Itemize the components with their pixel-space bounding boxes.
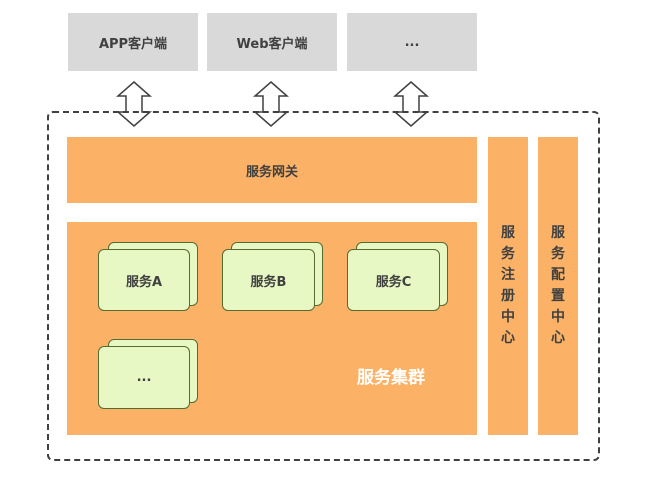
system-boundary [47, 111, 600, 461]
service-b: 服务B [222, 249, 315, 311]
service-config: 服务配置中心 [538, 137, 578, 435]
service-more-label: ... [136, 370, 152, 385]
service-cluster-label: 服务集群 [357, 368, 425, 388]
client-app-label: APP客户端 [98, 36, 168, 52]
service-c: 服务C [347, 249, 440, 311]
service-config-label: 服务配置中心 [551, 225, 565, 346]
double-arrow-icon [393, 81, 429, 127]
service-gateway: 服务网关 [67, 137, 477, 203]
client-more-label: ... [404, 34, 420, 50]
client-app: APP客户端 [68, 13, 198, 71]
service-a-label: 服务A [125, 274, 163, 290]
client-web: Web客户端 [207, 13, 337, 71]
service-more: ... [98, 346, 190, 409]
service-a: 服务A [98, 249, 190, 311]
service-registry: 服务注册中心 [488, 137, 528, 435]
double-arrow-icon [253, 81, 289, 127]
service-registry-label: 服务注册中心 [501, 225, 515, 346]
service-gateway-label: 服务网关 [245, 164, 298, 180]
client-more: ... [347, 13, 477, 71]
client-web-label: Web客户端 [236, 36, 308, 52]
service-b-label: 服务B [250, 274, 287, 290]
service-c-label: 服务C [375, 274, 412, 290]
double-arrow-icon [116, 81, 152, 127]
